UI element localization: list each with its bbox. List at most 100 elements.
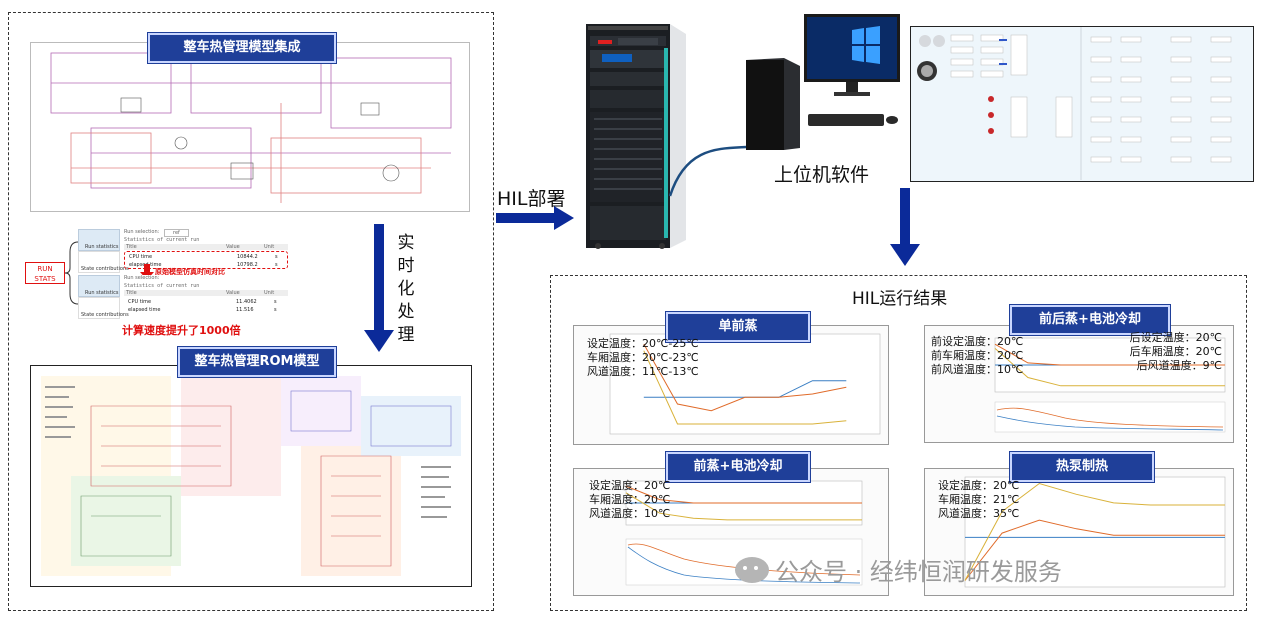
speedup-text: 计算速度提升了1000倍 — [122, 324, 241, 337]
stats-header-row-2: Title Value Unit — [124, 290, 288, 296]
schematic-drawing — [50, 52, 452, 203]
plot-frame — [609, 333, 881, 435]
stats-header-row: Title Value Unit — [124, 244, 288, 250]
col-title-2: Title — [126, 290, 137, 296]
host-software-screenshot — [910, 26, 1254, 182]
rom-zone-4 — [281, 376, 361, 446]
watermark: 公众号 · 经纬恒润研发服务 — [735, 552, 1062, 587]
chart-svg-2 — [625, 480, 863, 526]
col-unit-2: Unit — [264, 290, 275, 296]
chart1-subplot — [994, 401, 1226, 433]
rom-zone-5 — [301, 446, 401, 576]
chart3-label-0: 设定温度：20℃ — [938, 479, 1020, 492]
chart0-label-0: 设定温度：20℃-25℃ — [587, 337, 699, 350]
row-cpu-unit: s — [275, 254, 278, 260]
chart1-right-label-1: 后车厢温度：20℃ — [1129, 345, 1222, 358]
chart2-label-1: 车厢温度：20℃ — [589, 493, 671, 506]
row2-cpu-unit: s — [274, 299, 277, 305]
row-cpu-value: 10844.2 — [237, 254, 258, 260]
rom-model-panel — [30, 365, 472, 587]
integration-schematic — [30, 42, 470, 212]
run-stats-brace — [64, 241, 79, 305]
state-contrib-text: State contributions — [81, 266, 129, 272]
series-line-1 — [964, 519, 1225, 581]
row2-elapsed-unit: s — [274, 307, 277, 313]
chart-panel-1 — [924, 325, 1234, 443]
chart-title-0: 单前蒸 — [666, 312, 810, 342]
run-statistics-text-2: Run statistics — [85, 290, 119, 296]
chart3-label-2: 风道温度：35℃ — [938, 507, 1020, 520]
col-unit: Unit — [264, 244, 275, 250]
realtime-arrow — [364, 224, 394, 352]
col-value-2: Value — [226, 290, 240, 296]
host-software-label: 上位机软件 — [774, 164, 870, 186]
state-contrib-text-2: State contributions — [81, 312, 129, 318]
stats-heading: Statistics of current run — [124, 237, 200, 243]
stats-rows-after: CPU time 11.4062 s elapsed time 11.516 s — [124, 297, 288, 315]
run-statistics-tab-2[interactable]: Run statistics — [78, 275, 120, 297]
stats-heading-2: Statistics of current run — [124, 283, 200, 289]
row-cpu-title: CPU time — [129, 254, 153, 260]
chart1-label-2: 前风道温度：10℃ — [931, 363, 1024, 376]
run-statistics-text: Run statistics — [85, 244, 119, 250]
results-region — [550, 275, 1247, 611]
row2-elapsed-value: 11.516 — [236, 307, 254, 313]
row2-cpu-value: 11.4062 — [236, 299, 257, 305]
stats-panel-before: Run statistics State contributions Run s… — [78, 229, 288, 273]
hil-deploy-arrow — [496, 206, 574, 230]
results-arrow — [890, 188, 920, 266]
run-stats-box: RUN STATS — [25, 262, 65, 284]
rom-title: 整车热管理ROM模型 — [178, 347, 336, 377]
stats-panel-after: Run statistics State contributions Run s… — [78, 275, 288, 319]
chart3-label-1: 车厢温度：21℃ — [938, 493, 1020, 506]
chart-svg-0 — [609, 333, 881, 435]
chart-svg-1 — [994, 337, 1226, 393]
hil-cabinet — [578, 18, 688, 250]
series-line-2 — [643, 350, 847, 425]
series-line-1 — [994, 343, 1225, 366]
chart1-right-label-2: 后风道温度：9℃ — [1136, 359, 1222, 372]
wechat-icon — [735, 556, 769, 583]
series-line-1 — [625, 485, 862, 504]
series-line-2 — [625, 492, 862, 521]
chart-title-3: 热泵制热 — [1010, 452, 1154, 482]
state-contrib-tab[interactable]: State contributions — [78, 251, 129, 273]
row-elapsed-value: 10798.2 — [237, 262, 258, 268]
series-line-2 — [994, 348, 1225, 387]
compare-note: 原始模型仿真时间对比 — [155, 268, 225, 276]
chart2-label-2: 风道温度：10℃ — [589, 507, 671, 520]
chart1-label-0: 前设定温度：20℃ — [931, 335, 1024, 348]
series-line-2 — [964, 482, 1225, 581]
chart0-label-2: 风道温度：11℃-13℃ — [587, 365, 699, 378]
left-region — [8, 12, 494, 611]
watermark-text: 公众号 · 经纬恒润研发服务 — [775, 558, 1062, 586]
results-title: HIL运行结果 — [852, 289, 948, 309]
chart1-right-label-0: 后设定温度：20℃ — [1129, 331, 1222, 344]
row-elapsed-unit: s — [275, 262, 278, 268]
row2-elapsed-title: elapsed time — [128, 307, 161, 313]
integration-title: 整车热管理模型集成 — [148, 33, 336, 63]
col-value: Value — [226, 244, 240, 250]
chart-svg-3 — [964, 476, 1226, 588]
chart2-label-0: 设定温度：20℃ — [589, 479, 671, 492]
run-selection-select[interactable]: ref — [164, 229, 189, 237]
chart-title-1: 前后蒸+电池冷却 — [1010, 305, 1170, 335]
state-contrib-tab-2[interactable]: State contributions — [78, 297, 129, 319]
chart1-label-1: 前车厢温度：20℃ — [931, 349, 1024, 362]
row2-cpu-title: CPU time — [128, 299, 152, 305]
chart-title-2: 前蒸+电池冷却 — [666, 452, 810, 482]
series-line-1 — [643, 343, 847, 412]
run-statistics-tab[interactable]: Run statistics — [78, 229, 120, 251]
chart-panel-3 — [924, 468, 1234, 596]
rom-zone-2 — [71, 476, 181, 566]
rom-drawing — [45, 386, 452, 567]
chart-panel-0 — [573, 325, 889, 445]
host-pc — [742, 10, 902, 150]
realtime-label: 实时化处理 — [397, 233, 415, 345]
hil-deploy-label: HIL部署 — [497, 188, 566, 210]
col-title: Title — [126, 244, 137, 250]
run-selection-label-2: Run selection: — [124, 275, 160, 281]
run-selection-label: Run selection: — [124, 229, 160, 235]
chart0-label-1: 车厢温度：20℃-23℃ — [587, 351, 699, 364]
